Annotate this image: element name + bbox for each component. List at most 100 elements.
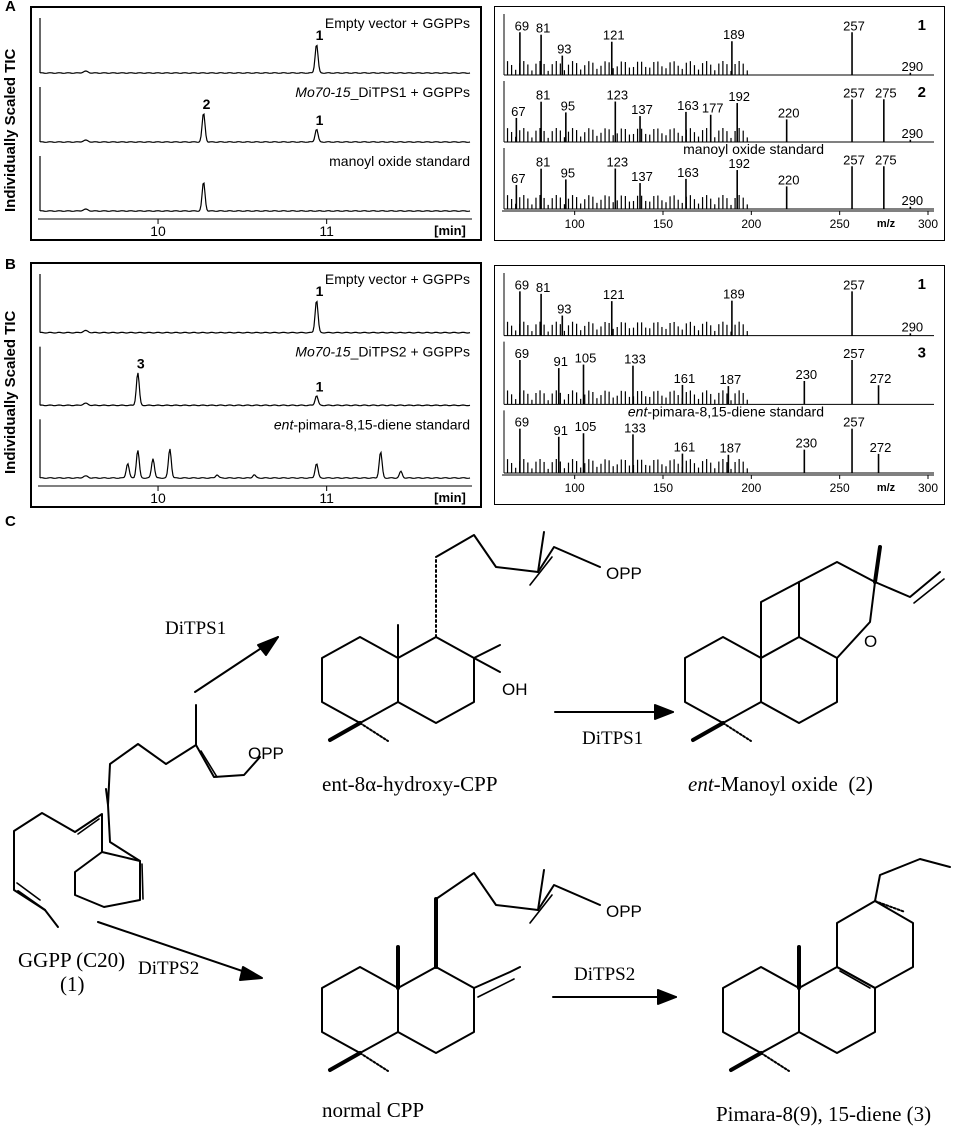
spectrum-title: ent-pimara-8,15-diene standard (628, 403, 824, 419)
ms-peak-label: 257 (843, 277, 865, 292)
ms-peak-label: 105 (575, 351, 597, 366)
rt-tick-label: 10 (150, 490, 166, 506)
pimaradiene-structure (722, 858, 951, 1072)
panel-a-ylabel: Individually Scaled TIC (2, 48, 19, 212)
ms-peak-label: 272 (870, 440, 892, 455)
ms-peak-label: 91 (554, 423, 568, 438)
mz-tick-label: 250 (830, 481, 850, 495)
chromatogram-trace (39, 372, 471, 407)
ms-peak-label: 272 (870, 371, 892, 386)
panel-a-letter: A (5, 0, 16, 15)
ms-peak-label: 121 (603, 287, 625, 302)
peak-number: 1 (316, 27, 324, 43)
peak-number: 1 (316, 379, 324, 395)
ms-peak-label: 163 (677, 165, 699, 180)
enzyme-label-2: DiTPS1 (582, 728, 644, 749)
panel-a-ms-box (494, 6, 945, 241)
ms-peak-label: 192 (728, 89, 750, 104)
panel-b-ylabel: Individually Scaled TIC (2, 310, 19, 474)
mz-tick-label: 150 (653, 481, 673, 495)
peak-number: 1 (316, 112, 324, 128)
peak-number: 3 (137, 356, 145, 372)
ms-peak-label: 230 (795, 367, 817, 382)
mz-tick-label: 200 (741, 217, 761, 231)
ms-peak-label: 93 (557, 42, 571, 57)
ms-peak-label: 290 (901, 126, 923, 141)
rt-tick-label: 11 (319, 490, 334, 506)
spectrum-id: 1 (918, 276, 926, 293)
trace-label: Empty vector + GGPPs (325, 15, 470, 31)
ms-peak-label: 91 (554, 354, 568, 369)
ms-peak-label: 257 (843, 346, 865, 361)
manoyl-oxide-structure (684, 545, 945, 742)
manoyl-italic: ent (688, 772, 714, 796)
ms-peak-label: 81 (536, 88, 550, 103)
panel-c-letter: C (5, 513, 16, 530)
trace-label: Mo70-15_DiTPS1 + GGPPs (295, 84, 470, 100)
ggpp-opp: OPP (248, 744, 284, 763)
ms-peak-label: 67 (511, 104, 525, 119)
peak-number: 1 (316, 283, 324, 299)
manoyl-number: (2) (848, 772, 873, 796)
ms-peak-label: 133 (624, 352, 646, 367)
peak-number: 2 (203, 96, 211, 112)
ms-peak-label: 290 (901, 319, 923, 334)
ms-peak-label: 220 (778, 105, 800, 120)
ms-peak-label: 257 (843, 152, 865, 167)
ms-peak-label: 187 (720, 441, 742, 456)
ms-peak-label: 137 (631, 102, 653, 117)
mz-tick-label: 200 (741, 481, 761, 495)
ggpp-structure (13, 704, 261, 928)
panel-b-ms-box (494, 265, 945, 505)
ms-peak-label: 69 (515, 346, 529, 361)
compound-ggpp: GGPP (C20) (18, 948, 126, 972)
trace-label: Empty vector + GGPPs (325, 271, 470, 287)
spectrum-id: 1 (918, 17, 926, 34)
ms-peak-label: 192 (728, 156, 750, 171)
compound-hydroxy-cpp: ent-8α-hydroxy-CPP (322, 772, 498, 796)
reaction-scheme: OPP OPP OH (13, 531, 951, 1072)
ms-peak-label: 121 (603, 28, 625, 43)
ms-peak-label: 69 (515, 415, 529, 430)
ms-peak-label: 81 (536, 155, 550, 170)
ms-peak-label: 95 (561, 165, 575, 180)
ms-peak-label: 133 (624, 420, 646, 435)
ms-peak-label: 230 (795, 436, 817, 451)
rt-unit: [min] (434, 223, 466, 238)
mz-tick-label: 100 (565, 481, 585, 495)
ms-peak-label: 67 (511, 171, 525, 186)
ms-peak-label: 123 (606, 155, 628, 170)
compound-pimaradiene: Pimara-8(9), 15-diene (3) (716, 1102, 932, 1126)
ms-peak-label: 189 (723, 287, 745, 302)
chromatogram-trace (39, 181, 471, 212)
mz-tick-label: 250 (830, 217, 850, 231)
compound-manoyl-oxide: ent-Manoyl oxide (2) (688, 772, 873, 797)
ms-peak-label: 290 (901, 193, 923, 208)
ms-peak-label: 290 (901, 59, 923, 74)
ms-peak-label: 105 (575, 419, 597, 434)
panel-b-chromatogram-box (30, 262, 482, 508)
mz-tick-label: 150 (653, 217, 673, 231)
spectrum-title: manoyl oxide standard (683, 141, 824, 157)
ms-peak-label: 123 (606, 88, 628, 103)
hydroxy-cpp-opp: OPP (606, 564, 642, 583)
chromatogram-trace (39, 448, 471, 479)
normal-cpp-opp: OPP (606, 902, 642, 921)
arrows (97, 636, 677, 998)
manoyl-name: -Manoyl oxide (713, 772, 838, 796)
ms-peak-label: 161 (674, 440, 696, 455)
chromatogram-trace (39, 44, 471, 74)
ms-peak-label: 81 (536, 21, 550, 36)
ms-peak-label: 95 (561, 98, 575, 113)
enzyme-label-4: DiTPS2 (574, 964, 636, 985)
enzyme-label-3: DiTPS2 (138, 958, 200, 979)
rt-unit: [min] (434, 490, 466, 505)
ms-peak-label: 187 (720, 372, 742, 387)
hydroxy-cpp-structure (321, 531, 601, 742)
mz-tick-label: 300 (918, 217, 938, 231)
panel-a-chromatogram-box (30, 6, 482, 241)
svg-text:O: O (866, 634, 879, 653)
